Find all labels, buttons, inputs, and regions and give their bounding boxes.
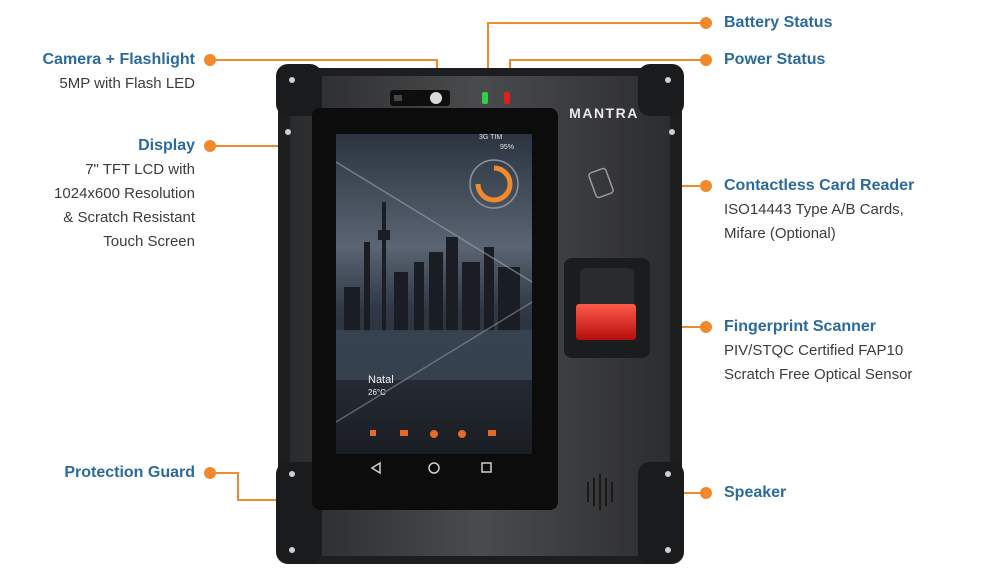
callout-camera: Camera + Flashlight 5MP with Flash LED xyxy=(43,48,196,96)
callout-power: Power Status xyxy=(724,48,825,72)
callout-display-line: 7" TFT LCD with xyxy=(85,161,195,178)
callout-camera-line: 5MP with Flash LED xyxy=(59,75,195,92)
callout-battery: Battery Status xyxy=(724,11,832,35)
callout-display-title: Display xyxy=(138,137,195,154)
finger-dot xyxy=(700,321,712,333)
power-dot xyxy=(700,54,712,66)
callout-card-line: Mifare (Optional) xyxy=(724,225,836,242)
callout-finger: Fingerprint Scanner PIV/STQC Certified F… xyxy=(724,315,912,387)
display-dot xyxy=(204,140,216,152)
callout-power-title: Power Status xyxy=(724,51,826,68)
callout-guard-title: Protection Guard xyxy=(64,464,195,481)
svg-text:MANTRA: MANTRA xyxy=(569,105,639,121)
callout-guard: Protection Guard xyxy=(64,461,195,485)
battery-dot xyxy=(700,17,712,29)
weather-widget: Natal 26°C xyxy=(368,374,394,397)
callout-display-line: Touch Screen xyxy=(103,233,195,250)
callout-battery-title: Battery Status xyxy=(724,14,833,31)
callout-card: Contactless Card Reader ISO14443 Type A/… xyxy=(724,174,914,246)
camera-dot xyxy=(204,54,216,66)
callout-speaker: Speaker xyxy=(724,481,786,505)
callout-card-title: Contactless Card Reader xyxy=(724,177,915,194)
weather-city: Natal xyxy=(368,374,394,386)
guard-dot xyxy=(204,467,216,479)
callout-finger-line: PIV/STQC Certified FAP10 xyxy=(724,342,904,359)
callout-display: Display 7" TFT LCD with 1024x600 Resolut… xyxy=(54,134,195,254)
callout-display-line: 1024x600 Resolution xyxy=(54,185,195,202)
status-battery: 95% xyxy=(500,144,515,151)
weather-temp: 26°C xyxy=(368,388,386,397)
callout-speaker-title: Speaker xyxy=(724,484,787,501)
biometric-tablet: MANTRA xyxy=(276,64,684,564)
callout-display-line: & Scratch Resistant xyxy=(63,209,195,226)
speaker-dot xyxy=(700,487,712,499)
callout-camera-title: Camera + Flashlight xyxy=(42,51,196,68)
card-dot xyxy=(700,180,712,192)
callout-finger-title: Fingerprint Scanner xyxy=(724,318,877,335)
callout-finger-line: Scratch Free Optical Sensor xyxy=(724,366,913,383)
callout-card-line: ISO14443 Type A/B Cards, xyxy=(724,201,904,218)
status-signal: 3G TIM xyxy=(479,134,503,141)
